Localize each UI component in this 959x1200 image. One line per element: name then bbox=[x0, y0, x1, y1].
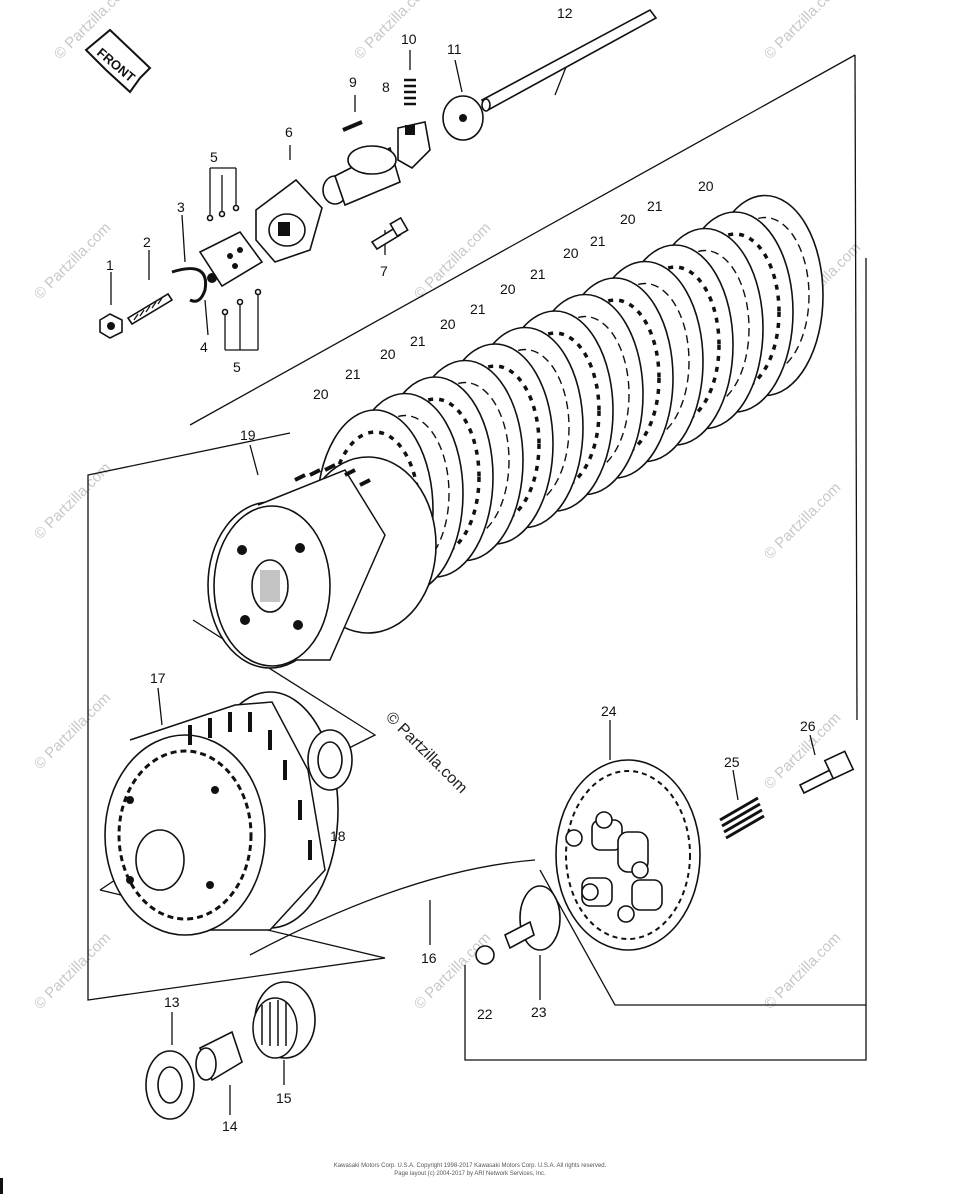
part-balls-5 bbox=[206, 204, 262, 316]
callout-20: 20 bbox=[440, 316, 456, 332]
watermark-text: © Partzilla.com bbox=[31, 929, 114, 1012]
callout-24: 24 bbox=[601, 703, 617, 719]
plate-teeth bbox=[689, 232, 781, 392]
part-needle-bearing-15 bbox=[252, 981, 316, 1059]
part-push-rod-12 bbox=[480, 8, 658, 112]
part-washer-18 bbox=[307, 729, 353, 791]
watermark-text: © Partzilla.com bbox=[31, 219, 114, 302]
watermark-text: © Partzilla.com bbox=[761, 929, 844, 1012]
part-clutch-housing-17 bbox=[104, 691, 339, 936]
part-pin-9 bbox=[342, 120, 363, 132]
plate-teeth bbox=[629, 265, 721, 425]
footer-copyright: Kawasaki Motors Corp. U.S.A. Copyright 1… bbox=[334, 1163, 607, 1169]
callout-2: 2 bbox=[143, 234, 151, 250]
part-clutch-hub-19 bbox=[207, 456, 437, 669]
callout-21: 21 bbox=[410, 333, 426, 349]
callout-20: 20 bbox=[313, 386, 329, 402]
callout-9: 9 bbox=[349, 74, 357, 90]
part-spring-10 bbox=[404, 78, 416, 106]
callout-22: 22 bbox=[477, 1006, 493, 1022]
callout-1: 1 bbox=[106, 257, 114, 273]
part-holder-6 bbox=[255, 178, 323, 263]
callout-20: 20 bbox=[698, 178, 714, 194]
callout-5: 5 bbox=[210, 149, 218, 165]
callout-3: 3 bbox=[177, 199, 185, 215]
part-release-lever-8 bbox=[322, 121, 431, 207]
callout-4: 4 bbox=[200, 339, 208, 355]
callout-23: 23 bbox=[531, 1004, 547, 1020]
callout-15: 15 bbox=[276, 1090, 292, 1106]
footer-layout: Page layout (c) 2004-2017 by ARI Network… bbox=[394, 1171, 546, 1177]
callout-25: 25 bbox=[724, 754, 740, 770]
callout-8: 8 bbox=[382, 79, 390, 95]
callout-20: 20 bbox=[380, 346, 396, 362]
callout-21: 21 bbox=[345, 366, 361, 382]
watermark-text: © Partzilla.com bbox=[351, 0, 434, 63]
callout-21: 21 bbox=[647, 198, 663, 214]
callout-13: 13 bbox=[164, 994, 180, 1010]
front-arrow-icon: FRONT bbox=[84, 28, 152, 94]
part-seal-11 bbox=[442, 95, 484, 141]
part-adjusting-screw-2 bbox=[126, 292, 174, 326]
watermark-text: © Partzilla.com bbox=[31, 689, 114, 772]
plate-teeth bbox=[389, 397, 481, 557]
part-ball-22 bbox=[475, 945, 495, 965]
callout-21: 21 bbox=[470, 301, 486, 317]
watermark-text: © Partzilla.com bbox=[761, 0, 844, 63]
callout-14: 14 bbox=[222, 1118, 238, 1134]
part-circlip-3 bbox=[171, 267, 208, 303]
callout-16: 16 bbox=[421, 950, 437, 966]
part-release-4 bbox=[198, 230, 264, 288]
watermark-text: © Partzilla.com bbox=[761, 479, 844, 562]
edge-mark bbox=[0, 1178, 3, 1194]
part-bolt-26 bbox=[798, 750, 855, 795]
callout-labels: 1 2 3 4 5 5 6 7 8 9 10 11 12 13 14 15 16… bbox=[106, 5, 816, 1134]
watermark-text: © Partzilla.com bbox=[411, 219, 494, 302]
watermark-text: © Partzilla.com bbox=[411, 929, 494, 1012]
part-collar-13 bbox=[145, 1050, 195, 1120]
callout-19: 19 bbox=[240, 427, 256, 443]
callout-5: 5 bbox=[233, 359, 241, 375]
callout-20: 20 bbox=[620, 211, 636, 227]
part-pusher-23 bbox=[503, 885, 561, 951]
callout-7: 7 bbox=[380, 263, 388, 279]
plate-teeth bbox=[569, 298, 661, 458]
callout-21: 21 bbox=[590, 233, 606, 249]
part-spring-25 bbox=[719, 796, 765, 840]
part-pressure-plate-24 bbox=[555, 759, 701, 951]
plate-teeth bbox=[449, 364, 541, 524]
part-bolt-7 bbox=[370, 216, 409, 251]
plate-teeth bbox=[509, 331, 601, 491]
callout-11: 11 bbox=[447, 41, 462, 57]
watermark-main: © Partzilla.com bbox=[382, 709, 470, 797]
callout-10: 10 bbox=[401, 31, 417, 47]
callout-20: 20 bbox=[500, 281, 516, 297]
callout-12: 12 bbox=[557, 5, 573, 21]
callout-6: 6 bbox=[285, 124, 293, 140]
callout-17: 17 bbox=[150, 670, 166, 686]
callout-21: 21 bbox=[530, 266, 546, 282]
part-sleeve-14 bbox=[195, 1030, 243, 1082]
callout-26: 26 bbox=[800, 718, 816, 734]
callout-18: 18 bbox=[330, 828, 346, 844]
clutch-plates bbox=[316, 194, 824, 611]
callout-20: 20 bbox=[563, 245, 579, 261]
part-nut-1 bbox=[99, 313, 123, 339]
